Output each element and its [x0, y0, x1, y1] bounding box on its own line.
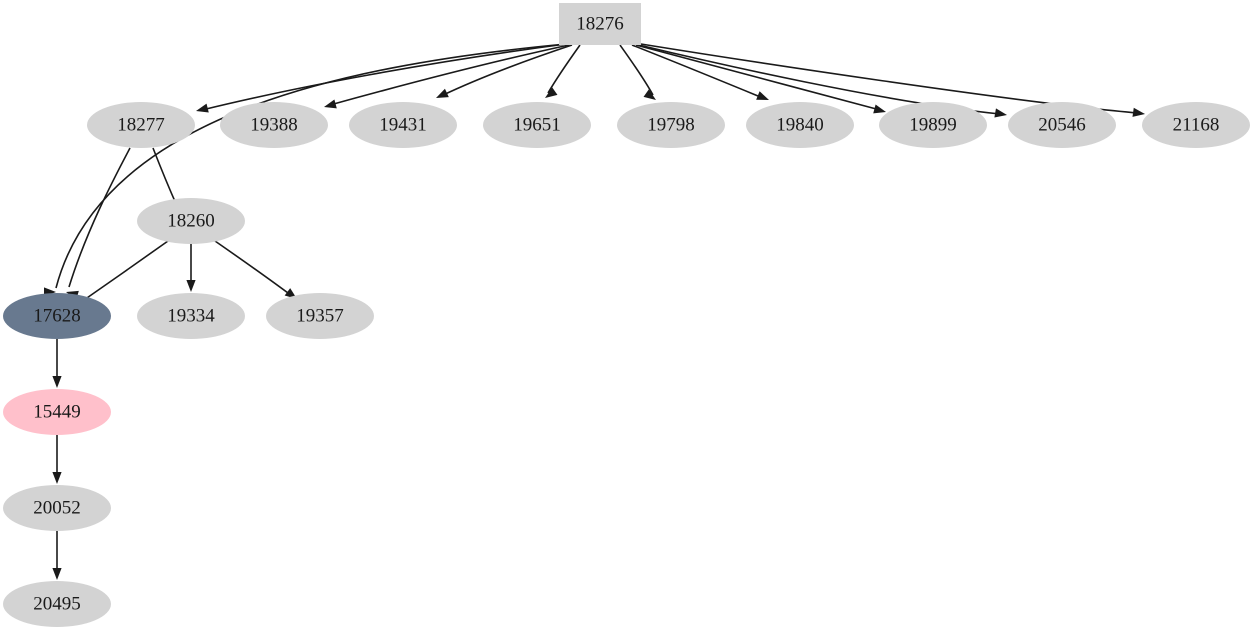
edge-arrowhead [324, 99, 337, 109]
graph-node-15449[interactable]: 15449 [3, 389, 111, 435]
graph-edge-18276-to-19798 [619, 44, 656, 100]
edge-arrowhead [756, 91, 769, 100]
edge-line [329, 44, 570, 106]
graph-node-17628[interactable]: 17628 [3, 293, 111, 339]
edge-line [83, 240, 169, 301]
node-ellipse[interactable] [617, 102, 725, 148]
graph-edge-18276-to-19840 [631, 44, 769, 100]
edge-arrowhead [52, 472, 62, 484]
graph-edge-18276-to-19431 [436, 44, 573, 98]
node-ellipse[interactable] [3, 293, 111, 339]
node-ellipse[interactable] [746, 102, 854, 148]
node-ellipse[interactable] [137, 293, 245, 339]
graph-node-19334[interactable]: 19334 [137, 293, 245, 339]
graph-node-20052[interactable]: 20052 [3, 485, 111, 531]
edge-arrowhead [186, 280, 196, 292]
node-layer: 18276 18277 19388 19431 19651 19798 19840 19899… [3, 3, 1250, 627]
graph-edge-15449-to-20052 [52, 435, 62, 484]
edge-arrowhead [873, 104, 886, 114]
graph-edge-18260-to-19357 [214, 240, 297, 299]
graph-node-19651[interactable]: 19651 [483, 102, 591, 148]
graph-node-19357[interactable]: 19357 [266, 293, 374, 339]
edge-line [68, 147, 131, 288]
edge-arrowhead [643, 89, 656, 100]
edge-arrowhead [436, 88, 449, 98]
node-ellipse[interactable] [879, 102, 987, 148]
node-ellipse[interactable] [349, 102, 457, 148]
graph-node-20495[interactable]: 20495 [3, 581, 111, 627]
node-ellipse[interactable] [220, 102, 328, 148]
graph-node-19798[interactable]: 19798 [617, 102, 725, 148]
edge-arrowhead [545, 87, 558, 98]
graph-node-18277[interactable]: 18277 [87, 102, 195, 148]
graph-node-19840[interactable]: 19840 [746, 102, 854, 148]
graph-edge-18276-to-19388 [324, 44, 570, 109]
edge-line [201, 43, 567, 111]
edge-arrowhead [52, 376, 62, 388]
node-ellipse[interactable] [3, 485, 111, 531]
graph-edge-18276-to-17628 [44, 43, 567, 297]
graph-edge-18276-to-19651 [545, 44, 581, 98]
graph-node-19899[interactable]: 19899 [879, 102, 987, 148]
graph-node-18260[interactable]: 18260 [137, 198, 245, 244]
edge-line [440, 44, 573, 97]
graph-node-20546[interactable]: 20546 [1008, 102, 1116, 148]
node-ellipse[interactable] [87, 102, 195, 148]
node-ellipse[interactable] [266, 293, 374, 339]
edge-arrowhead [52, 568, 62, 580]
graph-node-18276[interactable]: 18276 [559, 3, 641, 45]
edge-line [631, 44, 764, 99]
node-ellipse[interactable] [3, 581, 111, 627]
edge-line [635, 44, 881, 111]
graph-edge-20052-to-20495 [52, 531, 62, 580]
edge-arrowhead [1132, 107, 1145, 117]
graph-node-19388[interactable]: 19388 [220, 102, 328, 148]
edge-line [55, 43, 567, 289]
graph-edge-18276-to-18277 [196, 43, 567, 113]
graph-node-21168[interactable]: 21168 [1142, 102, 1250, 148]
edge-line [152, 147, 178, 207]
node-ellipse[interactable] [1142, 102, 1250, 148]
node-ellipse[interactable] [3, 389, 111, 435]
edge-arrowhead [994, 108, 1007, 118]
node-ellipse[interactable] [483, 102, 591, 148]
graph-node-19431[interactable]: 19431 [349, 102, 457, 148]
edge-line [619, 44, 654, 96]
edge-layer [44, 43, 1145, 580]
edge-line [547, 44, 581, 94]
graph-edge-18260-to-19334 [186, 244, 196, 292]
graph-edge-18276-to-19899 [635, 44, 886, 114]
node-box[interactable] [559, 3, 641, 45]
graph-edge-17628-to-15449 [52, 339, 62, 388]
node-ellipse[interactable] [1008, 102, 1116, 148]
node-ellipse[interactable] [137, 198, 245, 244]
edge-arrowhead [196, 103, 209, 113]
graph-edge-18277-to-17628 [66, 147, 131, 300]
edge-line [214, 240, 293, 297]
